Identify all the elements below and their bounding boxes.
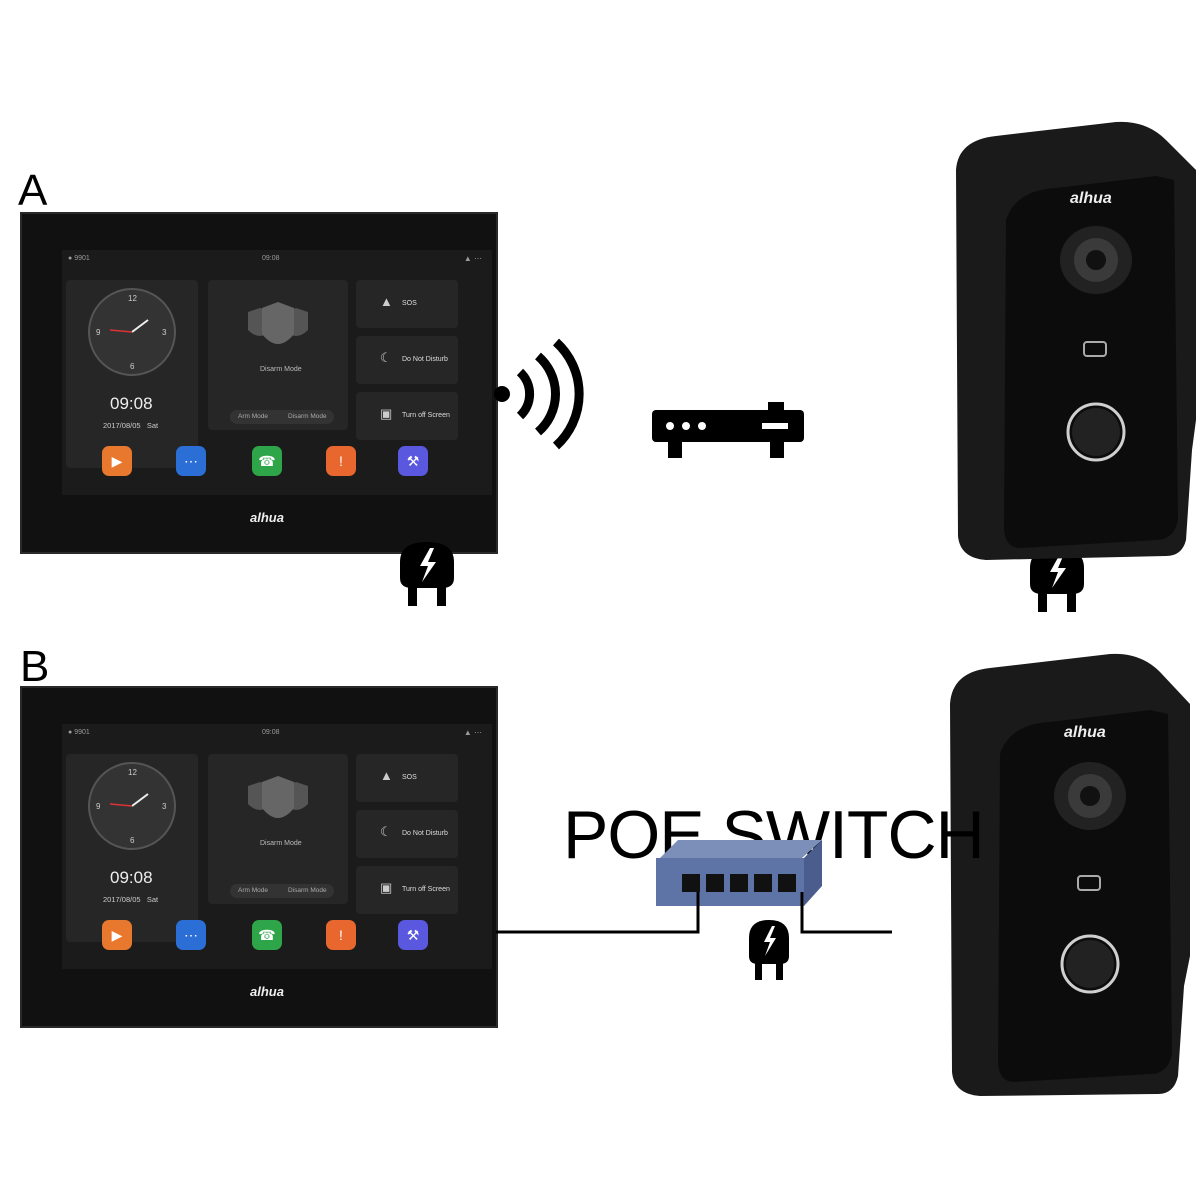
shield-icon: [248, 776, 308, 818]
status-time: 09:08: [262, 729, 280, 736]
security-mode-label: Disarm Mode: [260, 840, 302, 847]
screen-off-icon: ▣: [380, 880, 393, 895]
disarm-mode-option[interactable]: Disarm Mode: [288, 887, 327, 894]
sos-button[interactable]: ▲ SOS: [356, 754, 458, 802]
turn-off-screen-button[interactable]: ▣ Turn off Screen: [356, 866, 458, 914]
digital-time: 09:08: [110, 868, 153, 887]
shield-icon: [248, 302, 308, 344]
date-text: 2017/08/05 Sat: [103, 895, 159, 904]
moon-icon: ☾: [380, 350, 392, 365]
arm-mode-option[interactable]: Arm Mode: [238, 887, 268, 894]
do-not-disturb-button[interactable]: ☾ Do Not Disturb: [356, 810, 458, 858]
mode-toggle[interactable]: Arm Mode Disarm Mode: [230, 410, 334, 424]
wifi-signal-icon: [494, 338, 584, 450]
door-station-brand: alhua: [1070, 190, 1112, 207]
power-plug-icon: [400, 542, 454, 606]
poe-switch-icon: [656, 840, 822, 906]
door-station-b: [950, 653, 1190, 1096]
ethernet-cable: [496, 892, 892, 934]
date-text: 2017/08/05 Sat: [103, 421, 159, 430]
mode-toggle[interactable]: Arm Mode Disarm Mode: [230, 884, 334, 898]
power-plug-icon: [1030, 548, 1084, 612]
security-card[interactable]: Disarm Mode Arm Mode Disarm Mode: [208, 280, 348, 430]
brand-logo: alhua: [250, 984, 284, 999]
disarm-mode-option[interactable]: Disarm Mode: [288, 413, 327, 420]
room-number: ● 9901: [68, 255, 90, 262]
message-icon[interactable]: ⋯: [176, 446, 206, 476]
message-icon[interactable]: ⋯: [176, 920, 206, 950]
door-station-a: [956, 121, 1196, 560]
phone-icon[interactable]: ☎: [252, 920, 282, 950]
video-camera-icon[interactable]: ▶: [102, 920, 132, 950]
alarm-icon[interactable]: !: [326, 446, 356, 476]
clock-hands-icon: [109, 319, 149, 333]
phone-icon[interactable]: ☎: [252, 446, 282, 476]
digital-time: 09:08: [110, 394, 153, 413]
do-not-disturb-button[interactable]: ☾ Do Not Disturb: [356, 336, 458, 384]
label-b: B: [20, 642, 50, 691]
video-camera-icon[interactable]: ▶: [102, 446, 132, 476]
wrench-icon[interactable]: ⚒: [398, 446, 428, 476]
alarm-icon[interactable]: !: [326, 920, 356, 950]
sos-icon: ▲: [380, 294, 393, 309]
door-station-brand: alhua: [1064, 724, 1106, 741]
clock-card: 12 3 6 9 09:08 2017/08/05 Sat: [66, 280, 198, 468]
analog-clock: 12 3 6 9: [88, 288, 176, 376]
clock-card: 12 3 6 9 09:08 2017/08/05 Sat: [66, 754, 198, 942]
room-number: ● 9901: [68, 729, 90, 736]
clock-hands-icon: [109, 793, 149, 807]
security-card[interactable]: Disarm Mode Arm Mode Disarm Mode: [208, 754, 348, 904]
monitor-b: ● 9901 09:08 ▲ ⋯ 12 3 6 9 09:08 2017/08/…: [20, 686, 498, 1028]
screen-off-icon: ▣: [380, 406, 393, 421]
monitor-a: ● 9901 09:08 ▲ ⋯ 12 3 6 9 09:08 2017/08/…: [20, 212, 498, 554]
label-a: A: [18, 166, 48, 215]
arm-mode-option[interactable]: Arm Mode: [238, 413, 268, 420]
sos-button[interactable]: ▲ SOS: [356, 280, 458, 328]
monitor-screen: ● 9901 09:08 ▲ ⋯ 12 3 6 9 09:08 2017/08/…: [62, 724, 492, 969]
security-mode-label: Disarm Mode: [260, 366, 302, 373]
wrench-icon[interactable]: ⚒: [398, 920, 428, 950]
status-bar: ● 9901 09:08 ▲ ⋯: [62, 250, 492, 268]
sos-icon: ▲: [380, 768, 393, 783]
status-time: 09:08: [262, 255, 280, 262]
power-plug-icon: [749, 920, 789, 980]
network-icon: ▲ ⋯: [463, 728, 482, 737]
monitor-screen: ● 9901 09:08 ▲ ⋯ 12 3 6 9 09:08 2017/08/…: [62, 250, 492, 495]
status-bar: ● 9901 09:08 ▲ ⋯: [62, 724, 492, 742]
router-icon: [652, 402, 804, 458]
turn-off-screen-button[interactable]: ▣ Turn off Screen: [356, 392, 458, 440]
brand-logo: alhua: [250, 510, 284, 525]
moon-icon: ☾: [380, 824, 392, 839]
analog-clock: 12 3 6 9: [88, 762, 176, 850]
network-icon: ▲ ⋯: [463, 254, 482, 263]
